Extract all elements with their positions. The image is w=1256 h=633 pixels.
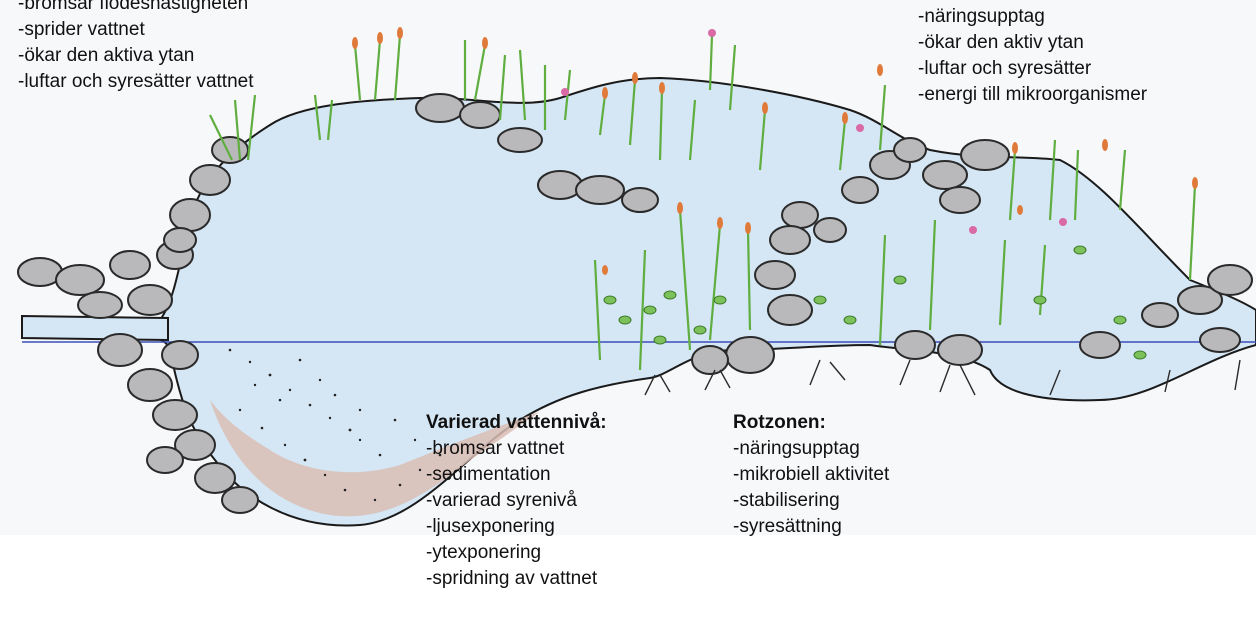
annotation-varierad-vattenniva: Varierad vattennivå: -bromsar vattnet -s… bbox=[426, 410, 607, 592]
annotation-line: -näringsupptag bbox=[733, 436, 889, 462]
annotation-line: -bromsar flödeshastigheten bbox=[18, 0, 254, 17]
annotation-line: -ytexponering bbox=[426, 540, 607, 566]
annotation-line: -stabilisering bbox=[733, 488, 889, 514]
annotation-top-right: -näringsupptag -ökar den aktiv ytan -luf… bbox=[918, 4, 1147, 108]
annotation-line: -syresättning bbox=[733, 514, 889, 540]
annotation-line: -bromsar vattnet bbox=[426, 436, 607, 462]
annotation-heading: Varierad vattennivå: bbox=[426, 410, 607, 436]
annotation-top-left: -bromsar flödeshastigheten -sprider vatt… bbox=[18, 0, 254, 95]
annotation-line: -sprider vattnet bbox=[18, 17, 254, 43]
annotation-line: -ljusexponering bbox=[426, 514, 607, 540]
inlet-pipe bbox=[22, 316, 168, 340]
annotation-line: -mikrobiell aktivitet bbox=[733, 462, 889, 488]
annotation-rotzonen: Rotzonen: -näringsupptag -mikrobiell akt… bbox=[733, 410, 889, 540]
annotation-line: -luftar och syresätter bbox=[918, 56, 1147, 82]
annotation-line: -ökar den aktiva ytan bbox=[18, 43, 254, 69]
annotation-line: -luftar och syresätter vattnet bbox=[18, 69, 254, 95]
annotation-heading: Rotzonen: bbox=[733, 410, 889, 436]
annotation-line: -spridning av vattnet bbox=[426, 566, 607, 592]
annotation-line: -varierad syrenivå bbox=[426, 488, 607, 514]
annotation-line: -näringsupptag bbox=[918, 4, 1147, 30]
annotation-line: -energi till mikroorganismer bbox=[918, 82, 1147, 108]
annotation-line: -ökar den aktiv ytan bbox=[918, 30, 1147, 56]
annotation-line: -sedimentation bbox=[426, 462, 607, 488]
